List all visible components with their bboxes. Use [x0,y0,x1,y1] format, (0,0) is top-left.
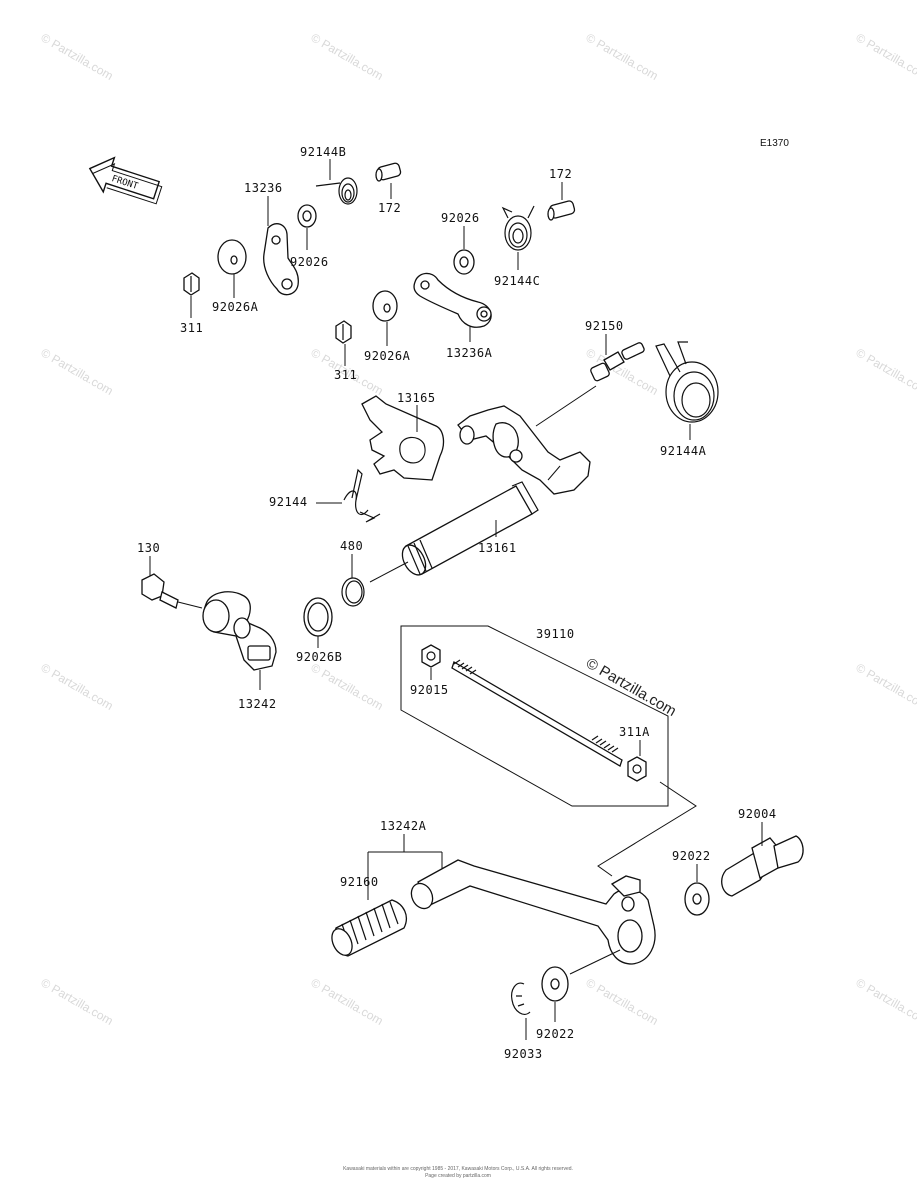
nut-92015 [421,644,441,668]
stud-92150 [590,342,645,382]
label-92015: 92015 [410,683,449,697]
label-92026-left: 92026 [290,255,329,269]
lever-13242 [202,591,277,671]
plate-13236 [263,223,299,296]
plate-13236a [413,272,492,328]
center-watermark: © Partzilla.com [583,655,679,720]
spring-92144c [501,205,535,251]
label-172-right: 172 [549,167,572,181]
label-92144: 92144 [269,495,308,509]
e-clip-92033 [511,982,531,1015]
label-92033: 92033 [504,1047,543,1061]
tie-rod [451,659,623,767]
circlip-480 [341,577,365,607]
nut-311a [627,756,647,782]
label-172-left: 172 [378,201,401,215]
label-92144b: 92144B [300,145,346,159]
pin-172-right [547,200,576,221]
pin-172-left [375,162,402,182]
spring-92144a [655,341,719,423]
washer-92026-right [453,249,475,275]
footer-copyright: Kawasaki materials within are copyright … [343,1166,573,1172]
pedal-rubber-92160 [331,899,407,957]
watermark: © Partzilla.com [854,660,917,713]
watermark: © Partzilla.com [39,30,116,83]
spring-92144 [343,468,381,523]
label-92144a: 92144A [660,444,707,458]
label-311-middle: 311 [334,368,357,382]
footer-credit: Page created by partzilla.com [425,1173,491,1179]
watermark: © Partzilla.com [584,975,661,1028]
watermark: © Partzilla.com [854,345,917,398]
label-92026a-middle: 92026A [364,349,411,363]
watermark: © Partzilla.com [854,30,917,83]
pivot-bolt-92004 [721,835,804,897]
label-92026-right: 92026 [441,211,480,225]
front-arrow-icon: FRONT [88,156,163,205]
bolt-130 [141,573,179,609]
pedal-lever-13242a [410,859,656,965]
watermark: © Partzilla.com [39,975,116,1028]
washer-92026-left [297,204,317,228]
label-92004: 92004 [738,807,777,821]
label-92150: 92150 [585,319,624,333]
label-92026b: 92026B [296,650,342,664]
spring-92144b [315,177,358,205]
label-92026a-left: 92026A [212,300,259,314]
label-92022-bottom: 92022 [536,1027,575,1041]
label-92144c: 92144C [494,274,540,288]
assembly-leader [597,781,697,877]
watermark: © Partzilla.com [584,30,661,83]
washer-92026b [303,597,333,637]
watermark: © Partzilla.com [854,975,917,1028]
watermark: © Partzilla.com [39,660,116,713]
label-311-left: 311 [180,321,203,335]
watermark: © Partzilla.com [309,975,386,1028]
plate-13165 [361,395,445,481]
nut-311-left [183,272,200,296]
label-311a: 311A [619,725,650,739]
washer-92026a-left [217,239,247,275]
label-130: 130 [137,541,160,555]
washer-92026a-middle [372,290,398,322]
label-92022-right: 92022 [672,849,711,863]
label-13242: 13242 [238,697,277,711]
label-480: 480 [340,539,363,553]
shaft-13161 [401,385,597,576]
label-39110: 39110 [536,627,575,641]
label-13161: 13161 [478,541,517,555]
diagram-ref: E1370 [760,138,789,149]
rod-assembly-outline [400,625,669,807]
label-13236a: 13236A [446,346,493,360]
watermark: © Partzilla.com [309,660,386,713]
label-13236: 13236 [244,181,283,195]
label-92160: 92160 [340,875,379,889]
washer-92022-bottom [541,966,569,1002]
watermark: © Partzilla.com [309,30,386,83]
label-13242a: 13242A [380,819,427,833]
washer-92022-right [684,882,710,916]
nut-311-middle [335,320,352,344]
watermark: © Partzilla.com [39,345,116,398]
label-13165: 13165 [397,391,436,405]
